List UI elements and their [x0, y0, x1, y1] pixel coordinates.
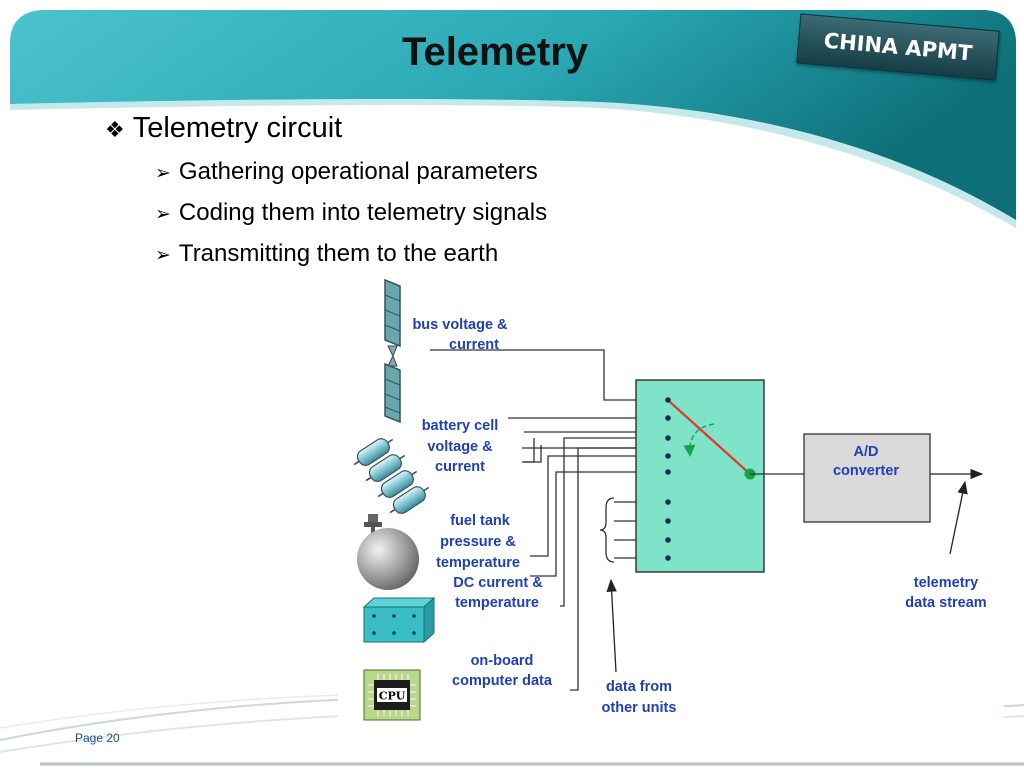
- stream-label-2: data stream: [905, 595, 986, 611]
- label-bus-voltage-1: bus voltage &: [412, 317, 508, 333]
- main-bullet: ❖ Telemetry circuit: [105, 112, 342, 145]
- other-units-label-1: data from: [606, 679, 672, 695]
- ad-converter-label-1: A/D: [854, 444, 879, 460]
- sub-bullet-text: Transmitting them to the earth: [178, 240, 499, 267]
- arrow-bullet-icon: ➢: [155, 245, 171, 266]
- other-units-arrow: [606, 578, 617, 673]
- label-dc-current-1: DC current &: [453, 575, 543, 591]
- label-fuel-tank-2: pressure &: [440, 534, 516, 550]
- label-fuel-tank-1: fuel tank: [450, 513, 511, 529]
- other-units-label-2: other units: [602, 700, 677, 716]
- multiplexer-switch: [635, 379, 765, 573]
- label-fuel-tank-3: temperature: [436, 555, 520, 571]
- sub-bullet-text: Coding them into telemetry signals: [178, 199, 548, 226]
- main-bullet-text: Telemetry circuit: [132, 112, 343, 144]
- arrow-bullet-icon: ➢: [155, 163, 171, 184]
- label-computer-2: computer data: [452, 673, 553, 689]
- label-computer-1: on-board: [471, 653, 534, 669]
- battery-cells-icon: [353, 438, 430, 514]
- header-band: [10, 10, 1016, 220]
- stream-label-1: telemetry: [914, 575, 978, 591]
- label-battery-1: battery cell: [422, 418, 499, 434]
- data-stream-arrow: [949, 480, 968, 555]
- telemetry-diagram: CPU bus voltage & current battery cell v…: [353, 278, 987, 721]
- label-battery-3: current: [435, 459, 485, 475]
- telemetry-diagram-panel: CPU bus voltage & current battery cell v…: [338, 276, 1004, 734]
- solar-panel-icon: [384, 278, 401, 424]
- sub-bullet-1: ➢ Gathering operational parameters: [155, 158, 538, 186]
- ad-converter-box: [803, 433, 931, 523]
- rotation-arrow: [683, 423, 715, 457]
- ad-converter-label-2: converter: [833, 463, 899, 479]
- sub-bullet-3: ➢ Transmitting them to the earth: [155, 240, 498, 268]
- cpu-chip-label: CPU: [379, 690, 406, 703]
- switch-input-terminals: [665, 397, 671, 561]
- fuel-tank-icon: [357, 514, 419, 590]
- label-dc-current-2: temperature: [455, 595, 539, 611]
- sub-bullet-2: ➢ Coding them into telemetry signals: [155, 199, 547, 227]
- label-battery-2: voltage &: [427, 439, 493, 455]
- diamond-bullet-icon: ❖: [105, 117, 125, 142]
- page-number: Page 20: [75, 731, 120, 745]
- cpu-chip-icon: CPU: [363, 669, 421, 721]
- slide-title: Telemetry: [401, 30, 588, 74]
- label-bus-voltage-2: current: [449, 337, 499, 353]
- arrow-bullet-icon: ➢: [155, 204, 171, 225]
- sub-bullet-text: Gathering operational parameters: [178, 158, 538, 185]
- dc-box-icon: [362, 596, 436, 644]
- switch-pointer: [669, 401, 751, 475]
